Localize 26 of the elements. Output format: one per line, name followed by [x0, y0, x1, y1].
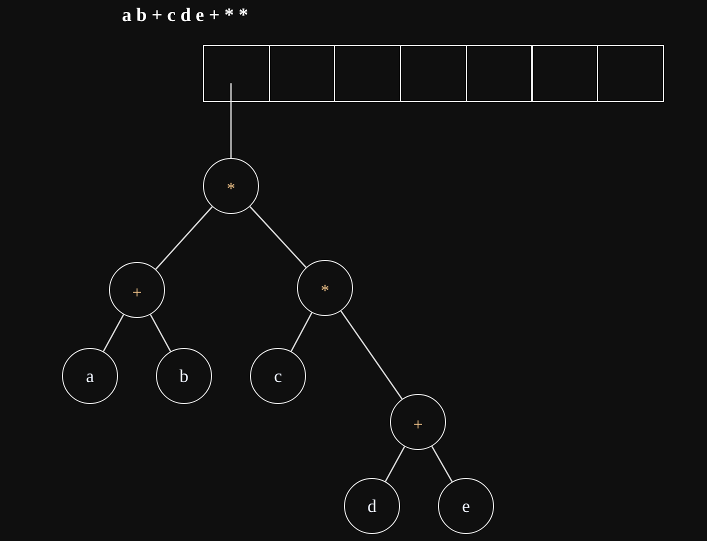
operand-letter: d	[368, 496, 376, 516]
operator-symbol: *	[226, 179, 236, 199]
operator-symbol: +	[413, 415, 423, 435]
connector-line	[290, 312, 312, 352]
array-cell	[400, 45, 467, 102]
connector-line	[155, 206, 213, 270]
array-cell	[334, 45, 402, 102]
array-cell	[466, 45, 532, 102]
connector-line	[102, 314, 124, 352]
connector-line	[431, 446, 453, 482]
operand-letter: c	[274, 366, 282, 386]
connector-line	[230, 83, 232, 158]
connector-line	[150, 314, 172, 352]
connector-line	[340, 310, 403, 400]
array-cell	[532, 45, 598, 102]
array-cell	[597, 45, 664, 102]
connector-line	[384, 446, 406, 482]
operand-letter: a	[86, 366, 94, 386]
operand-letter: b	[180, 366, 188, 386]
array-cell	[203, 45, 270, 102]
operand-letter: e	[462, 496, 470, 516]
title: a b + c d e + * *	[122, 5, 248, 27]
operator-symbol: +	[132, 283, 142, 303]
operator-symbol: *	[320, 281, 330, 301]
connector-line	[249, 206, 307, 268]
array-cell	[268, 45, 336, 102]
